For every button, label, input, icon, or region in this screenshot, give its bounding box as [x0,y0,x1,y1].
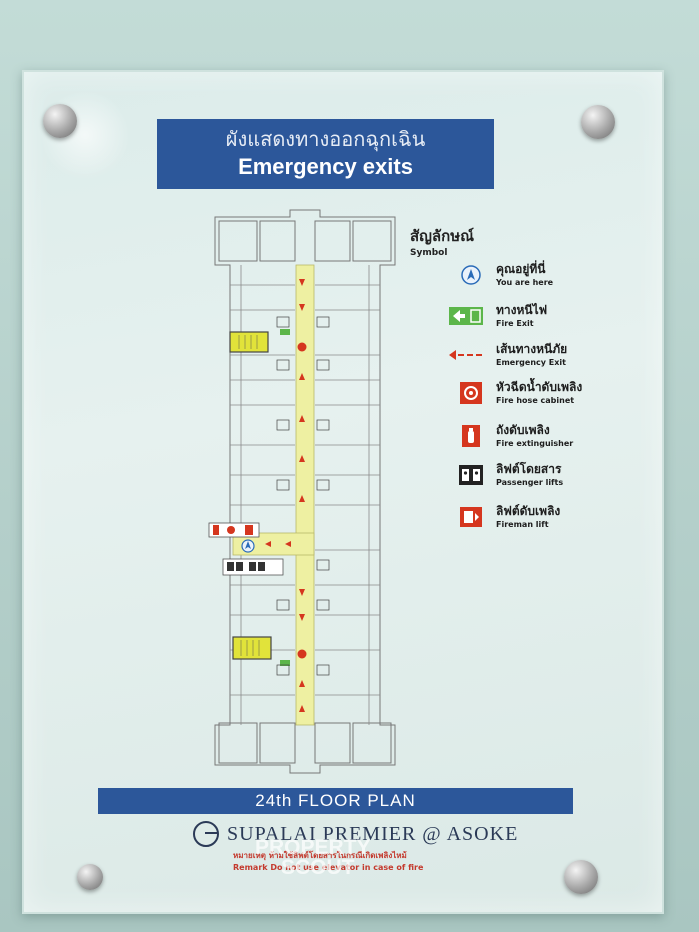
legend-label-thai: หัวฉีดน้ำดับเพลิง [496,380,583,394]
escape-route-arrow-icon [448,344,484,366]
mounting-bolt-top-right [581,105,615,139]
brand-name: SUPALAI PREMIER @ ASOKE [193,820,518,848]
floor-plan-drawing [208,209,396,774]
fireman-lift-icon [458,506,484,528]
passenger-lift-icon [458,464,484,486]
fire-extinguisher-icon [458,425,484,447]
mounting-bolt-top-left [43,104,77,138]
legend-label-thai: ถังดับเพลิง [496,423,550,437]
legend-label-thai: ลิฟต์โดยสาร [496,462,562,476]
legend-label-english: Emergency Exit [496,358,566,367]
legend-heading-english: Symbol [410,248,448,258]
legend-label-english: Fire Exit [496,319,534,328]
legend-label-english: You are here [496,278,554,287]
legend-label-thai: ลิฟต์ดับเพลิง [496,504,561,518]
legend-label-english: Fireman lift [496,520,549,529]
brand-text: SUPALAI PREMIER @ ASOKE [227,822,519,845]
brand-logo-icon [193,821,219,847]
title-thai: ผังแสดงทางออกฉุกเฉิน [225,127,426,151]
legend-heading-thai: สัญลักษณ์ [410,227,475,245]
legend-heading: สัญลักษณ์ Symbol [410,224,474,258]
legend-label-english: Passenger lifts [496,478,564,487]
you-are-here-icon [458,264,484,286]
remark-thai: หมายเหตุ ห้ามใช้ลิฟต์โดยสารในกรณีเกิดเพล… [233,851,407,860]
legend-label-english: Fire hose cabinet [496,396,575,405]
watermark: PROPERTY SCOUT [255,836,371,879]
watermark-line-2: SCOUT [281,856,355,879]
remark-english: Remark Do not use elevator in case of fi… [233,863,424,872]
legend-label-english: Fire extinguisher [496,439,574,448]
floor-plan-label: 24th FLOOR PLAN [98,788,573,814]
watermark-line-1: PROPERTY [255,836,371,859]
remark-text: หมายเหตุ ห้ามใช้ลิฟต์โดยสารในกรณีเกิดเพล… [233,850,493,874]
legend-label-thai: ทางหนีไฟ [496,303,548,317]
acrylic-sign-plaque [22,70,664,914]
legend-label-thai: คุณอยู่ที่นี่ [496,262,546,276]
legend-label-thai: เส้นทางหนีภัย [496,342,568,356]
fire-hose-icon [458,382,484,404]
mounting-bolt-bottom-right [564,860,598,894]
title-banner: ผังแสดงทางออกฉุกเฉิน Emergency exits [157,119,494,189]
mounting-bolt-bottom-left [77,864,103,890]
title-english: Emergency exits [238,154,413,179]
fire-exit-icon [448,305,484,327]
